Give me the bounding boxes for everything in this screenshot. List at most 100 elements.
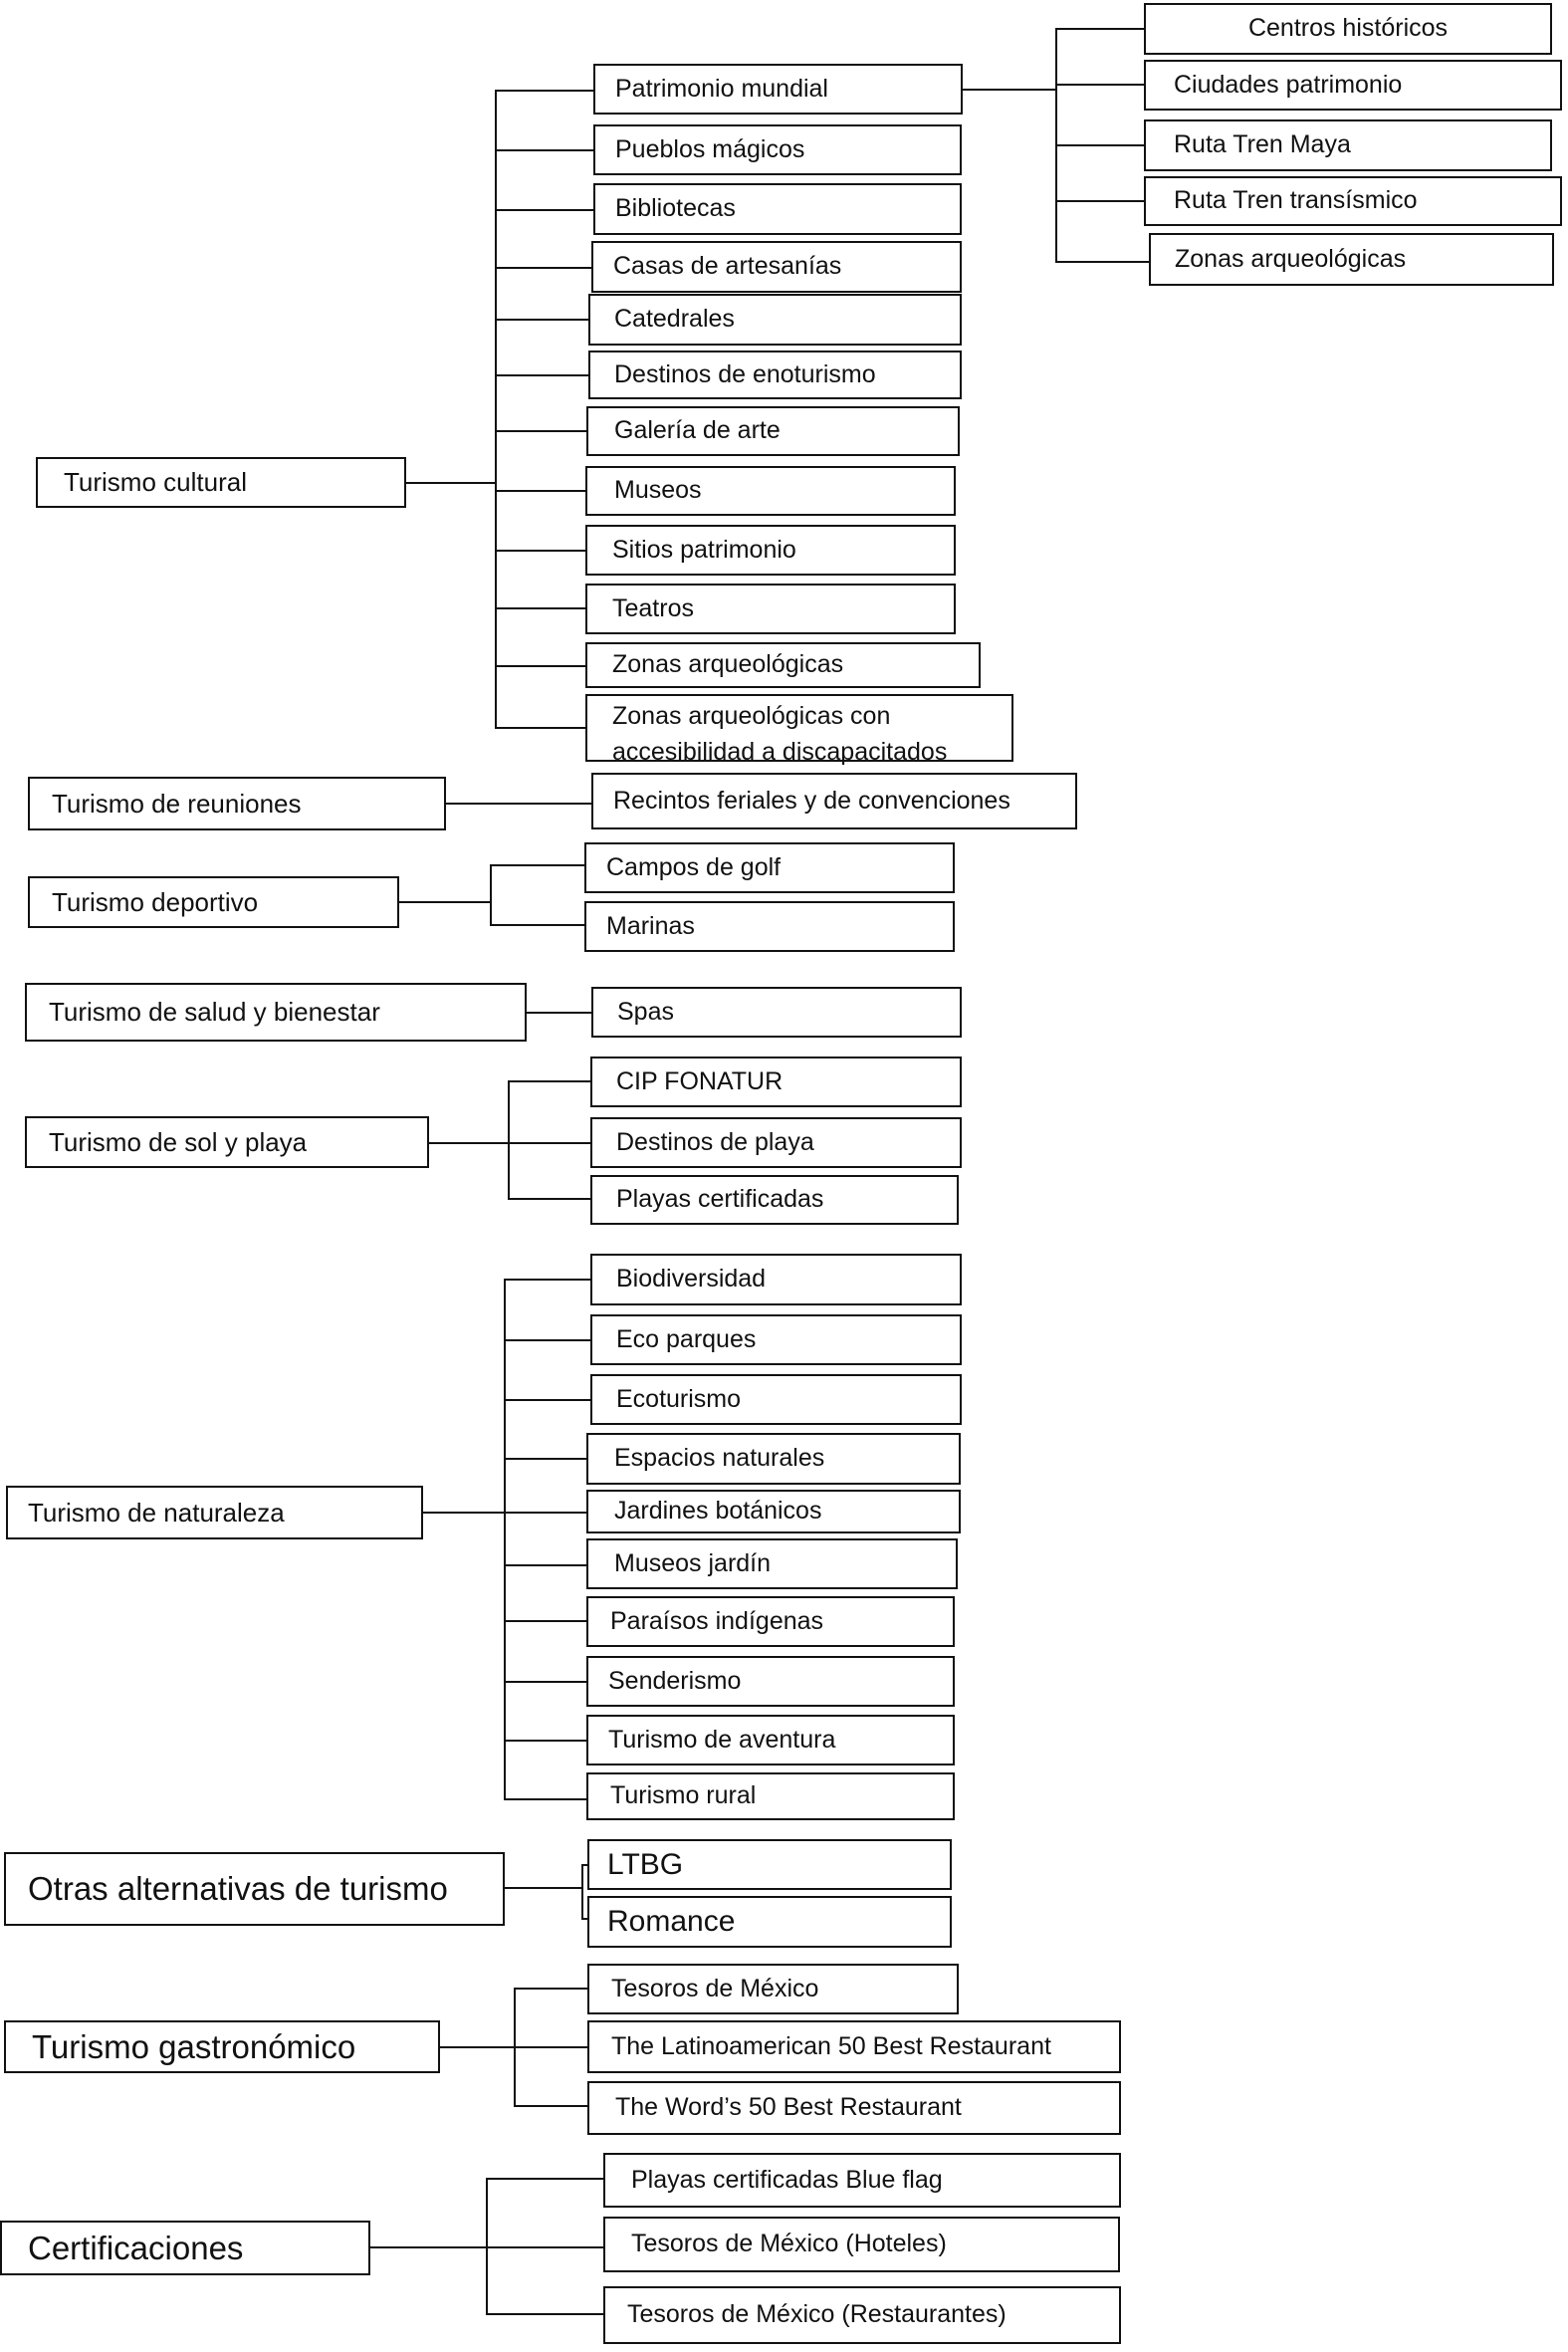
node-playas-certificadas: Playas certificadas (590, 1175, 959, 1225)
node-museos-jardin: Museos jardín (586, 1538, 958, 1589)
connector (397, 901, 491, 903)
node-enoturismo: Destinos de enoturismo (588, 351, 962, 399)
connector (495, 374, 590, 376)
connector (504, 1399, 591, 1401)
node-turismo-reuniones: Turismo de reuniones (28, 777, 446, 830)
connector (514, 1988, 516, 2107)
node-sitios-patrimonio: Sitios patrimonio (585, 525, 956, 576)
node-zonas-arqueologicas-accesibilidad: Zonas arqueológicas con accesibilidad a … (585, 694, 1013, 766)
connector (495, 550, 586, 552)
connector (1055, 144, 1145, 146)
connector (1055, 261, 1151, 263)
connector (1055, 84, 1145, 86)
connector (504, 1564, 587, 1566)
connector (1055, 28, 1145, 30)
node-campos-golf: Campos de golf (584, 842, 955, 893)
node-ruta-tren-transismico: Ruta Tren transísmico (1144, 176, 1562, 226)
connector (495, 90, 497, 729)
connector (486, 2178, 605, 2180)
connector (514, 2105, 589, 2107)
node-zonas-arqueologicas: Zonas arqueológicas (585, 642, 981, 688)
connector (490, 864, 492, 926)
connector (504, 1279, 591, 1281)
node-tesoros-restaurantes: Tesoros de México (Restaurantes) (603, 2286, 1121, 2344)
connector (581, 1918, 589, 1920)
node-ciudades-patrimonio: Ciudades patrimonio (1144, 60, 1562, 111)
connector (495, 90, 594, 92)
connector (495, 209, 594, 211)
connector (495, 319, 590, 321)
node-zonas-arqueologicas-pm: Zonas arqueológicas (1149, 233, 1554, 286)
node-cip-fonatur: CIP FONATUR (590, 1057, 962, 1107)
connector (490, 864, 585, 866)
node-catedrales: Catedrales (588, 294, 962, 346)
connector (504, 1458, 587, 1460)
node-worlds-50-best: The Word’s 50 Best Restaurant (587, 2081, 1121, 2135)
node-spas: Spas (591, 987, 962, 1038)
connector (504, 1681, 587, 1683)
node-ltbg: LTBG (587, 1839, 952, 1890)
connector (495, 490, 586, 492)
node-otras-alternativas: Otras alternativas de turismo (4, 1852, 505, 1926)
node-bibliotecas: Bibliotecas (593, 183, 962, 235)
connector (508, 1142, 591, 1144)
node-tesoros-mexico: Tesoros de México (587, 1964, 959, 2014)
connector (495, 665, 586, 667)
connector (504, 1798, 587, 1800)
node-pueblos-magicos: Pueblos mágicos (593, 124, 962, 175)
node-turismo-gastronomico: Turismo gastronómico (4, 2020, 440, 2073)
connector (490, 924, 585, 926)
node-senderismo: Senderismo (586, 1656, 955, 1707)
node-espacios-naturales: Espacios naturales (586, 1433, 961, 1485)
node-paraisos-indigenas: Paraísos indígenas (586, 1596, 955, 1647)
connector (1055, 200, 1145, 202)
node-museos: Museos (585, 466, 956, 516)
node-recintos-feriales: Recintos feriales y de convenciones (591, 773, 1077, 829)
connector (514, 1988, 589, 1990)
node-turismo-naturaleza: Turismo de naturaleza (6, 1486, 423, 1539)
connector (427, 1142, 509, 1144)
node-centros-historicos: Centros históricos (1144, 3, 1552, 55)
node-tesoros-hoteles: Tesoros de México (Hoteles) (603, 2217, 1120, 2272)
connector (486, 2178, 488, 2315)
node-patrimonio-mundial: Patrimonio mundial (593, 64, 963, 115)
connector (486, 2313, 605, 2315)
connector (504, 1339, 591, 1341)
node-galeria-arte: Galería de arte (586, 406, 960, 456)
connector (495, 149, 594, 151)
node-turismo-sol-playa: Turismo de sol y playa (25, 1116, 429, 1168)
connector (444, 803, 593, 805)
connector (508, 1080, 591, 1082)
connector (495, 267, 594, 269)
connector (508, 1198, 591, 1200)
node-latinoamerican-50-best: The Latinoamerican 50 Best Restaurant (587, 2020, 1121, 2073)
connector (495, 727, 586, 729)
node-biodiversidad: Biodiversidad (590, 1254, 962, 1305)
connector (504, 1512, 587, 1514)
connector (581, 1864, 589, 1866)
node-destinos-playa: Destinos de playa (590, 1117, 962, 1168)
node-eco-parques: Eco parques (590, 1314, 962, 1365)
node-casas-artesanias: Casas de artesanías (591, 241, 962, 293)
node-jardines-botanicos: Jardines botánicos (586, 1490, 961, 1533)
node-ecoturismo: Ecoturismo (590, 1374, 962, 1425)
connector (581, 1864, 583, 1920)
connector (961, 89, 1056, 91)
connector (525, 1012, 592, 1014)
connector (504, 1620, 587, 1622)
connector (504, 1740, 587, 1742)
node-marinas: Marinas (584, 901, 955, 952)
connector (495, 607, 586, 609)
node-turismo-rural: Turismo rural (586, 1772, 955, 1820)
node-turismo-cultural: Turismo cultural (36, 457, 406, 508)
node-ruta-tren-maya: Ruta Tren Maya (1144, 119, 1552, 171)
connector (404, 482, 496, 484)
node-certificaciones: Certificaciones (0, 2221, 370, 2275)
node-romance: Romance (587, 1896, 952, 1948)
node-turismo-deportivo: Turismo deportivo (28, 876, 399, 928)
connector (508, 1080, 510, 1200)
node-teatros: Teatros (585, 584, 956, 634)
connector (504, 1279, 506, 1800)
node-turismo-salud: Turismo de salud y bienestar (25, 983, 527, 1042)
